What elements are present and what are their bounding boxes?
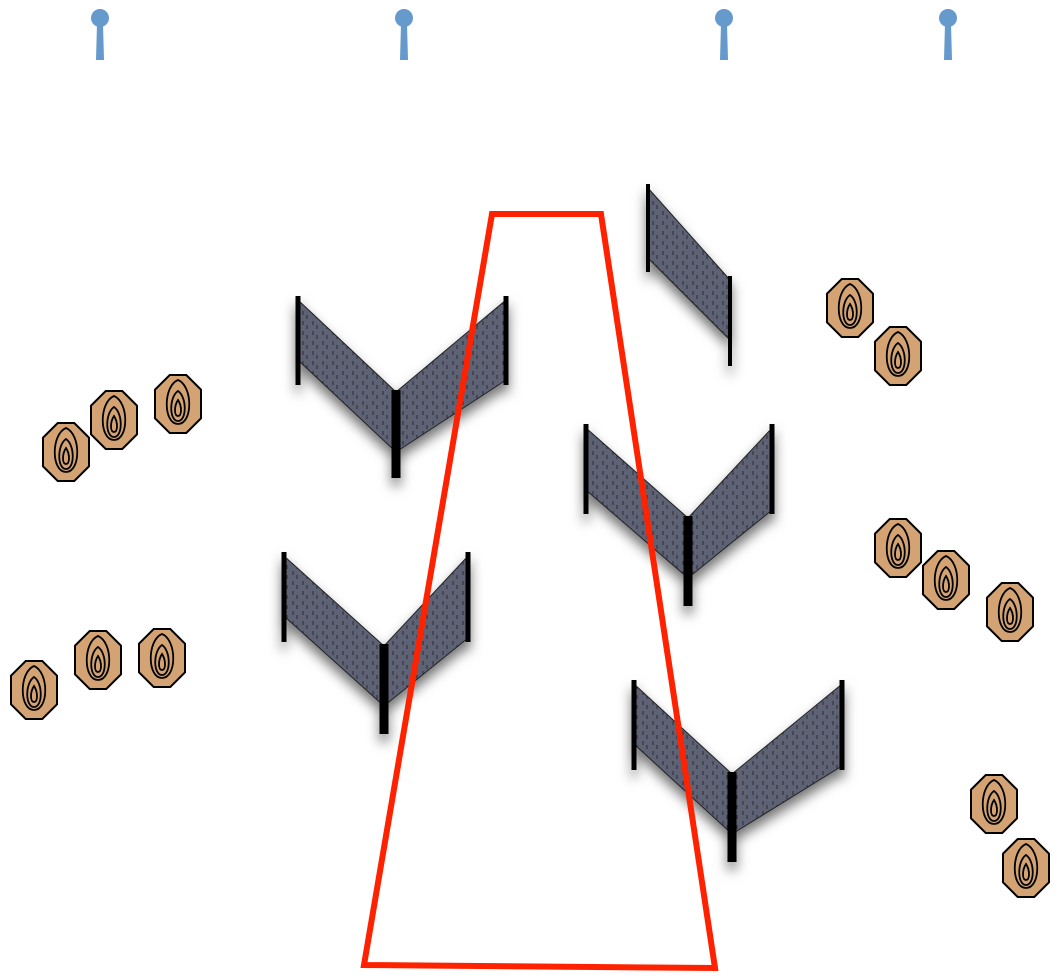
paper-target-icon xyxy=(90,390,138,450)
paper-target-icon xyxy=(970,774,1018,834)
fault-line-outline xyxy=(360,211,719,972)
paper-target-icon xyxy=(138,628,186,688)
paper-target-icon xyxy=(826,278,874,338)
paper-target-icon xyxy=(874,518,922,578)
stake-marker-icon xyxy=(395,9,413,60)
paper-target-icon xyxy=(10,660,58,720)
stake-marker-icon xyxy=(715,9,733,60)
stake-marker-icon xyxy=(939,9,957,60)
stake-marker-icon xyxy=(91,9,109,60)
wall-panel-icon xyxy=(646,184,732,366)
paper-target-icon xyxy=(42,422,90,482)
v-barricade-icon xyxy=(583,424,775,606)
targets xyxy=(10,278,1050,898)
paper-target-icon xyxy=(986,582,1034,642)
v-barricade-icon xyxy=(631,680,845,862)
paper-target-icon xyxy=(1002,838,1050,898)
stake-markers xyxy=(91,9,957,60)
v-barricade-icon xyxy=(295,296,509,478)
paper-target-icon xyxy=(154,374,202,434)
v-barricade-icon xyxy=(281,552,471,734)
barricades xyxy=(281,184,845,862)
paper-target-icon xyxy=(922,550,970,610)
paper-target-icon xyxy=(874,326,922,386)
paper-target-icon xyxy=(74,630,122,690)
